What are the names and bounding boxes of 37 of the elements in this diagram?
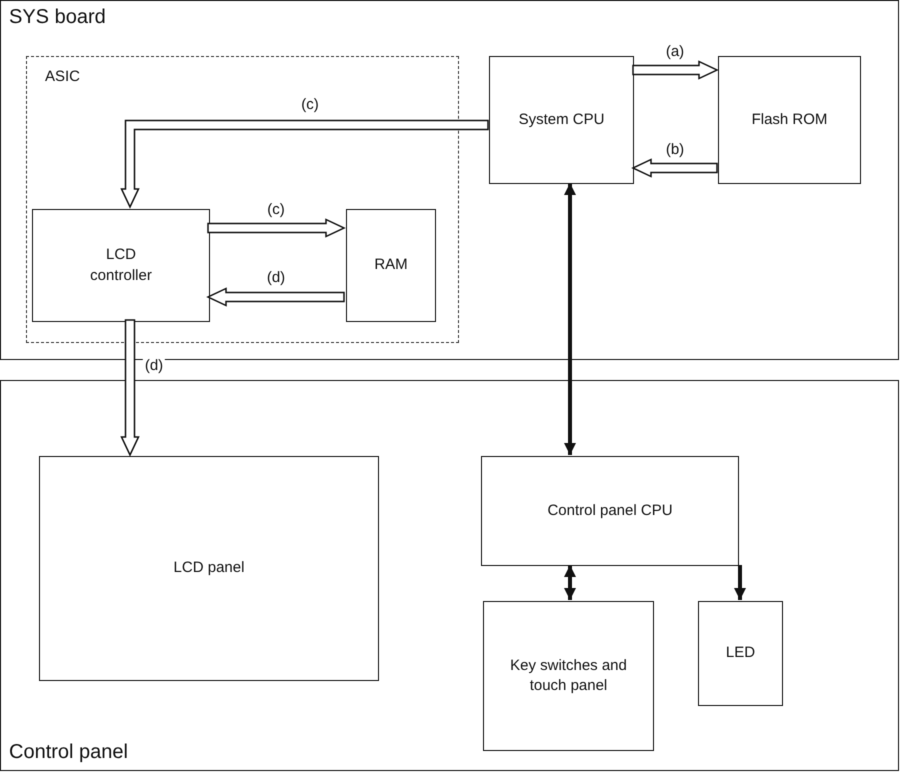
component-box	[39, 456, 379, 681]
edge-label: (c)	[265, 202, 287, 218]
asic-region	[26, 56, 459, 343]
node-label: Control panel	[9, 740, 128, 765]
board-region	[0, 0, 899, 360]
component-box	[483, 601, 654, 751]
hollow-arrow	[120, 120, 489, 209]
node-label: Control panel CPU	[547, 500, 673, 521]
node-label: LED	[726, 643, 756, 664]
bus-arrow	[734, 565, 746, 600]
edge-label: (a)	[664, 44, 686, 60]
component-box	[718, 56, 861, 184]
hollow-arrow	[632, 60, 719, 80]
node-label: System CPU	[518, 110, 604, 130]
bus-arrow	[564, 183, 576, 455]
node-label: Key switches and touch panel	[509, 656, 628, 696]
hollow-arrow	[206, 287, 345, 307]
edge-label: (c)	[299, 96, 321, 114]
component-box	[346, 209, 436, 322]
edge-label: (d)	[142, 358, 166, 374]
node-label: LCD controller	[89, 245, 153, 286]
hollow-arrow	[631, 158, 718, 178]
component-box	[481, 456, 739, 566]
hollow-arrow	[120, 319, 140, 457]
hollow-arrow	[207, 218, 346, 238]
bus-arrow	[564, 565, 576, 600]
board-region	[0, 380, 899, 771]
edge-label: (d)	[264, 270, 288, 286]
node-label: Flash ROM	[752, 110, 828, 130]
edge-label: (b)	[664, 142, 686, 158]
node-label: ASIC	[45, 67, 80, 87]
node-label: RAM	[374, 255, 408, 276]
component-box	[698, 601, 783, 706]
component-box	[489, 56, 634, 184]
component-box	[32, 209, 210, 322]
node-label: LCD panel	[174, 558, 244, 578]
node-label: SYS board	[9, 5, 106, 30]
